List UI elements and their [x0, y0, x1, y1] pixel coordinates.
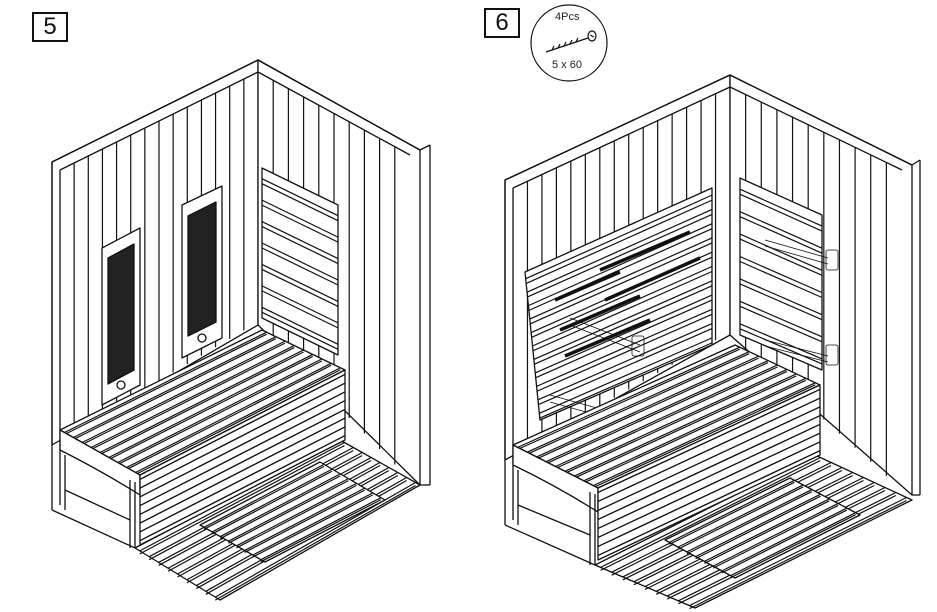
- bench: [59, 329, 346, 548]
- cabin-top-rim: [51, 59, 421, 163]
- screw-icon: [545, 30, 597, 53]
- side-backrest-6: [739, 177, 823, 371]
- duckboard-slats: [203, 463, 382, 563]
- screw-quantity: 4Pcs: [555, 11, 580, 23]
- bench-6: [512, 344, 821, 565]
- main-backrest: [524, 187, 713, 421]
- step-6-illustration: [504, 74, 921, 610]
- step-5-illustration: [51, 59, 431, 601]
- floor-duckboard-6: [664, 477, 861, 579]
- screw-size: 5 x 60: [552, 59, 582, 71]
- hardware-badge: [530, 4, 608, 82]
- side-backrest: [261, 167, 339, 356]
- floor-duckboard: [199, 461, 386, 563]
- step-number-5: 5: [32, 12, 68, 42]
- duckboard-slats-6: [669, 479, 856, 579]
- heater-panel-right: [181, 185, 223, 359]
- step-number-6: 6: [484, 8, 520, 38]
- heater-panel-left: [101, 227, 141, 406]
